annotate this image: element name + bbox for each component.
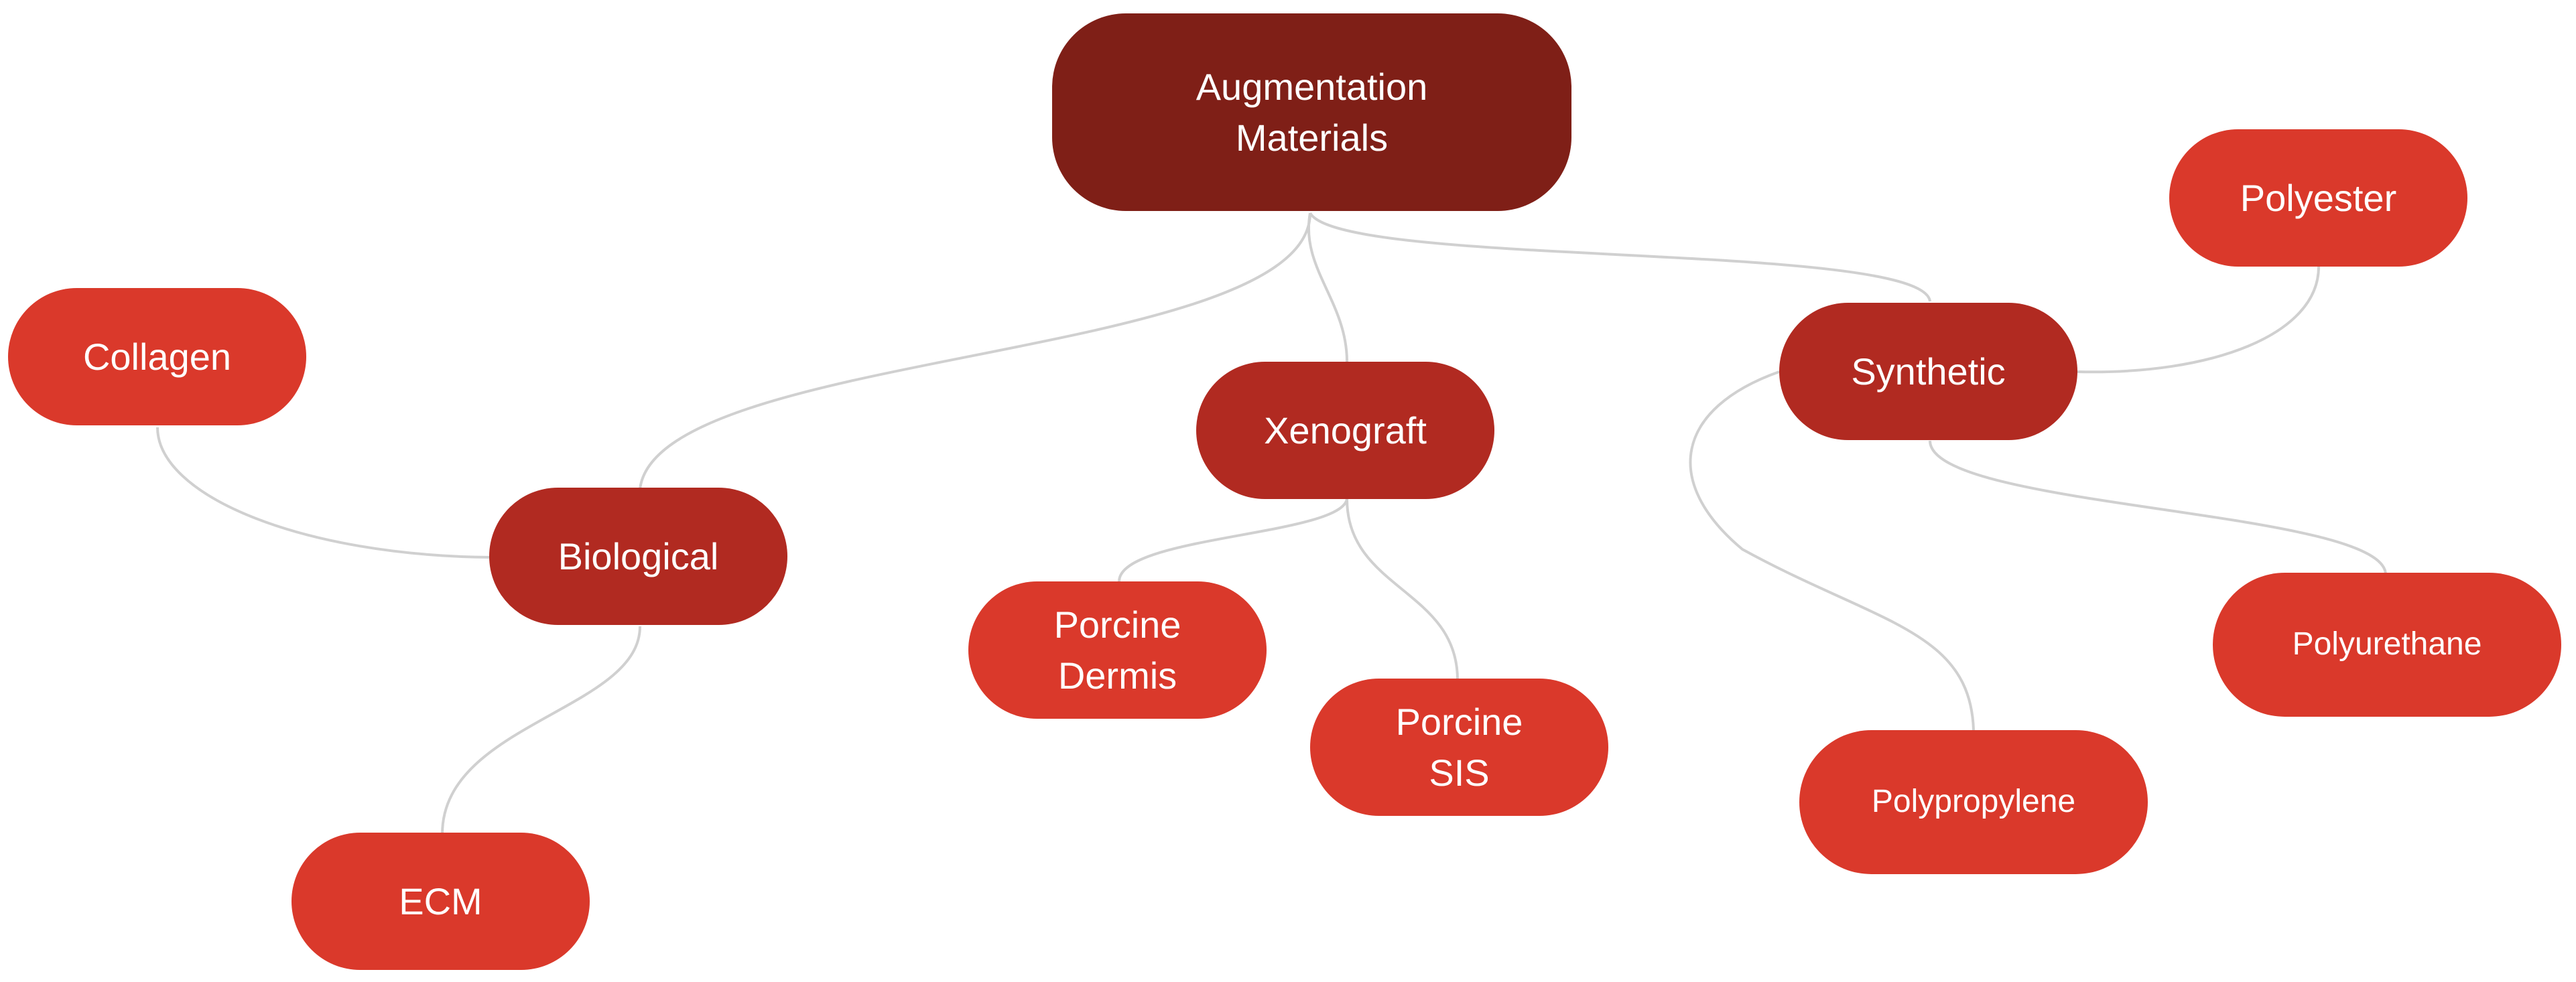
- edge-biological-collagen: [156, 427, 493, 559]
- node-polypropylene[interactable]: Polypropylene: [1799, 730, 2148, 874]
- node-biological[interactable]: Biological: [489, 488, 787, 625]
- node-label: Xenograft: [1264, 409, 1427, 451]
- edge-biological-ecm: [441, 626, 641, 835]
- node-label: ECM: [399, 880, 482, 922]
- node-ecm[interactable]: ECM: [292, 833, 590, 970]
- edge-xenograft-porcine-sis: [1346, 498, 1459, 681]
- node-label: Biological: [558, 535, 719, 577]
- node-collagen[interactable]: Collagen: [8, 288, 306, 425]
- node-label: Polypropylene: [1871, 784, 2076, 820]
- node-polyester[interactable]: Polyester: [2169, 129, 2467, 267]
- node-synthetic[interactable]: Synthetic: [1779, 303, 2077, 440]
- node-label: Porcine Dermis: [1053, 603, 1181, 697]
- edge-root-biological: [639, 212, 1311, 490]
- node-augmentation-materials[interactable]: Augmentation Materials: [1052, 13, 1571, 211]
- node-label: Collagen: [82, 335, 232, 378]
- edge-synthetic-polypropylene: [1689, 370, 1975, 731]
- edge-root-xenograft: [1307, 212, 1348, 362]
- node-porcine-sis[interactable]: Porcine SIS: [1310, 679, 1608, 816]
- edge-root-synthetic: [1309, 212, 1931, 302]
- node-label: Augmentation Materials: [1196, 65, 1428, 159]
- node-label: Polyester: [2240, 176, 2397, 219]
- node-xenograft[interactable]: Xenograft: [1196, 362, 1494, 499]
- node-polyurethane[interactable]: Polyurethane: [2213, 573, 2561, 717]
- node-label: Polyurethane: [2292, 626, 2482, 662]
- node-label: Porcine SIS: [1395, 700, 1523, 794]
- node-porcine-dermis[interactable]: Porcine Dermis: [968, 581, 1267, 719]
- edge-synthetic-polyurethane: [1929, 440, 2387, 575]
- edge-xenograft-porcine-dermis: [1118, 498, 1348, 582]
- edge-synthetic-polyester: [2077, 266, 2320, 374]
- node-label: Synthetic: [1851, 350, 2006, 393]
